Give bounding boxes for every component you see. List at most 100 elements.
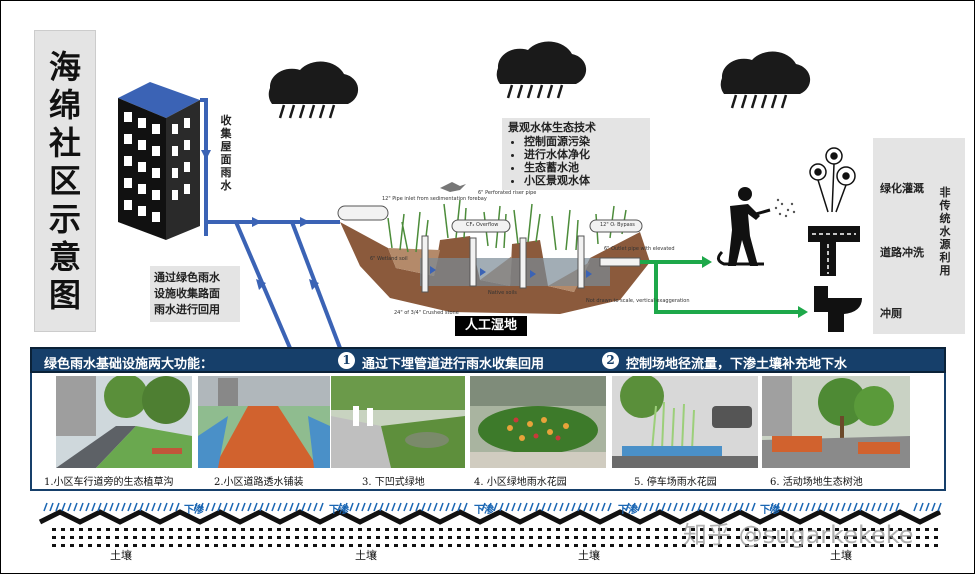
soil-dot bbox=[610, 528, 614, 531]
soil-dot bbox=[331, 536, 335, 539]
soil-dot bbox=[925, 536, 929, 539]
seep-label: 下渗 bbox=[474, 505, 494, 516]
soil-dot bbox=[781, 528, 785, 531]
tech-item: 生态蓄水池 bbox=[524, 161, 644, 174]
seep-tick bbox=[505, 502, 510, 512]
rain-cloud-icon bbox=[268, 61, 359, 119]
soil-dot bbox=[196, 528, 200, 531]
vertical-title: 海绵社区示意图 bbox=[34, 30, 96, 332]
soil-dot bbox=[403, 544, 407, 547]
function-item-2: 控制场地径流量，下渗土壤补充地下水 bbox=[626, 357, 848, 372]
seep-tick bbox=[661, 502, 666, 512]
soil-dot bbox=[421, 528, 425, 531]
seep-tick bbox=[265, 502, 270, 512]
seep-tick bbox=[307, 502, 312, 512]
soil-dot bbox=[727, 528, 731, 531]
tech-item: 进行水体净化 bbox=[524, 148, 644, 161]
seep-tick bbox=[379, 502, 384, 512]
seep-tick bbox=[673, 502, 678, 512]
soil-dot bbox=[484, 528, 488, 531]
soil-dot bbox=[547, 528, 551, 531]
soil-dot bbox=[115, 544, 119, 547]
soil-dot bbox=[682, 536, 686, 539]
soil-dot bbox=[493, 544, 497, 547]
soil-dot bbox=[844, 536, 848, 539]
roof-label-char: 集 bbox=[220, 127, 232, 140]
seep-tick bbox=[679, 502, 684, 512]
soil-dot bbox=[790, 536, 794, 539]
seep-tick bbox=[301, 502, 306, 512]
soil-dot bbox=[646, 544, 650, 547]
soil-dot bbox=[187, 544, 191, 547]
soil-dot bbox=[151, 544, 155, 547]
toilet-icon bbox=[814, 286, 862, 332]
seep-tick bbox=[499, 502, 504, 512]
seep-tick bbox=[925, 502, 930, 512]
seep-tick bbox=[583, 502, 588, 512]
seep-label: 下渗 bbox=[760, 505, 780, 516]
seep-tick bbox=[487, 502, 492, 512]
soil-dot bbox=[349, 536, 353, 539]
seep-tick bbox=[829, 502, 834, 512]
soil-dot bbox=[70, 528, 74, 531]
soil-dot bbox=[628, 528, 632, 531]
seep-tick bbox=[529, 502, 534, 512]
soil-dot bbox=[844, 544, 848, 547]
soil-dot bbox=[268, 528, 272, 531]
soil-dot bbox=[619, 536, 623, 539]
soil-dot bbox=[52, 544, 56, 547]
seep-tick bbox=[367, 502, 372, 512]
soil-dot bbox=[700, 528, 704, 531]
soil-dot bbox=[484, 544, 488, 547]
soil-dot bbox=[610, 536, 614, 539]
soil-dot bbox=[448, 528, 452, 531]
soil-dot bbox=[214, 544, 218, 547]
seep-tick bbox=[517, 502, 522, 512]
soil-dot bbox=[574, 528, 578, 531]
soil-dot bbox=[637, 536, 641, 539]
soil-dot bbox=[241, 528, 245, 531]
soil-dot bbox=[736, 528, 740, 531]
soil-dot bbox=[169, 544, 173, 547]
nontraditional-char: 用 bbox=[939, 264, 951, 277]
soil-dot bbox=[340, 544, 344, 547]
seep-tick bbox=[193, 502, 198, 512]
soil-dot bbox=[826, 528, 830, 531]
soil-dot bbox=[898, 528, 902, 531]
soil-dot bbox=[565, 544, 569, 547]
seep-tick bbox=[691, 502, 696, 512]
seep-tick bbox=[721, 502, 726, 512]
seep-tick bbox=[631, 502, 636, 512]
seep-tick bbox=[703, 502, 708, 512]
soil-dot bbox=[493, 536, 497, 539]
seep-tick bbox=[871, 502, 876, 512]
seep-tick bbox=[319, 502, 324, 512]
soil-label: 土壤 bbox=[110, 549, 132, 562]
soil-dot bbox=[394, 528, 398, 531]
photo-tree-pit bbox=[762, 376, 910, 468]
seep-tick bbox=[817, 502, 822, 512]
soil-dot bbox=[367, 544, 371, 547]
seep-tick bbox=[751, 502, 756, 512]
soil-dot bbox=[745, 544, 749, 547]
soil-dot bbox=[628, 536, 632, 539]
seep-tick bbox=[637, 502, 642, 512]
soil-dot bbox=[376, 536, 380, 539]
soil-dot bbox=[304, 528, 308, 531]
seep-tick bbox=[595, 502, 600, 512]
function-item-1: 通过下埋管道进行雨水收集回用 bbox=[362, 357, 545, 372]
soil-dot bbox=[529, 536, 533, 539]
soil-dot bbox=[475, 536, 479, 539]
soil-label: 土壤 bbox=[355, 549, 377, 562]
soil-dot bbox=[268, 544, 272, 547]
soil-dot bbox=[439, 544, 443, 547]
seep-tick bbox=[133, 502, 138, 512]
soil-dot bbox=[169, 536, 173, 539]
soil-dot bbox=[862, 528, 866, 531]
soil-dot bbox=[907, 528, 911, 531]
soil-dot bbox=[601, 544, 605, 547]
soil-dot bbox=[547, 536, 551, 539]
soil-ground bbox=[38, 502, 942, 547]
seep-tick bbox=[847, 502, 852, 512]
